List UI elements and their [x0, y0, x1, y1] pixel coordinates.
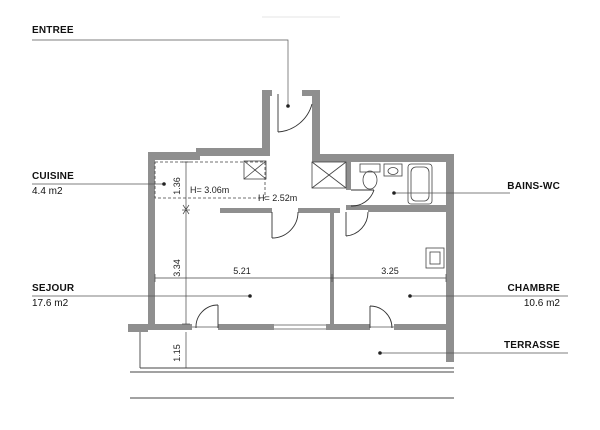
walls — [128, 90, 454, 362]
chambre-cabinet — [425, 247, 445, 269]
wc — [359, 163, 381, 173]
area-cuisine: 4.4 m2 — [32, 186, 63, 197]
duct — [311, 161, 347, 189]
right-wall — [446, 154, 454, 330]
sink — [383, 163, 403, 177]
area-sejour: 17.6 m2 — [32, 298, 69, 309]
partition-sejour-chambre — [330, 208, 334, 326]
height-corridor: H= 2.52m — [258, 193, 297, 203]
area-chambre: 10.6 m2 — [523, 298, 560, 309]
kitchen-unit — [243, 160, 267, 180]
terrace-wall-right — [446, 324, 454, 362]
label-sejour: SEJOUR — [32, 283, 75, 294]
entry-wall-top-right — [302, 90, 320, 96]
entry-wall-right — [312, 90, 320, 162]
partition-chambre-top — [368, 208, 448, 212]
bath-wall-left — [346, 160, 351, 190]
bottom-wall-3 — [326, 324, 370, 330]
partition-mid-top — [298, 208, 340, 213]
bathtub — [407, 163, 433, 205]
doors — [195, 94, 393, 329]
bottom-wall-4 — [394, 324, 454, 330]
label-cuisine: CUISINE — [32, 171, 74, 182]
label-bains-wc: BAINS-WC — [507, 181, 560, 192]
label-entree: ENTREE — [32, 25, 74, 36]
bottom-wall-2 — [218, 324, 274, 330]
entry-door-swing — [277, 103, 313, 133]
dim-terrasse-depth: 1.15 — [172, 344, 182, 362]
dim-sejour-depth: 3.34 — [172, 259, 182, 277]
left-wall — [148, 152, 155, 330]
fixtures — [154, 160, 445, 269]
partition-sejour-top — [220, 208, 272, 213]
entry-wall-left — [262, 90, 270, 156]
dim-sejour-width: 5.21 — [233, 266, 251, 276]
terrace-wall-left — [128, 324, 148, 332]
leader-dots — [162, 104, 412, 355]
leader-lines — [32, 39, 568, 354]
bath-wall-bottom — [346, 205, 454, 210]
top-wall-right — [312, 154, 454, 162]
terrace-outline — [130, 332, 454, 399]
top-wall-left — [148, 152, 200, 160]
label-chambre: CHAMBRE — [507, 283, 560, 294]
height-cuisine: H= 3.06m — [190, 185, 229, 195]
kitchen-dashed-zone — [154, 161, 266, 199]
label-terrasse: TERRASSE — [503, 340, 560, 351]
top-wall-step — [196, 148, 270, 156]
bottom-wall-1 — [148, 324, 192, 330]
leader-entree — [32, 39, 289, 106]
dimension-lines — [154, 161, 447, 369]
entry-wall-top-left — [262, 90, 272, 96]
dim-cuisine-depth: 1.36 — [172, 177, 182, 195]
dim-chambre-width: 3.25 — [381, 266, 399, 276]
